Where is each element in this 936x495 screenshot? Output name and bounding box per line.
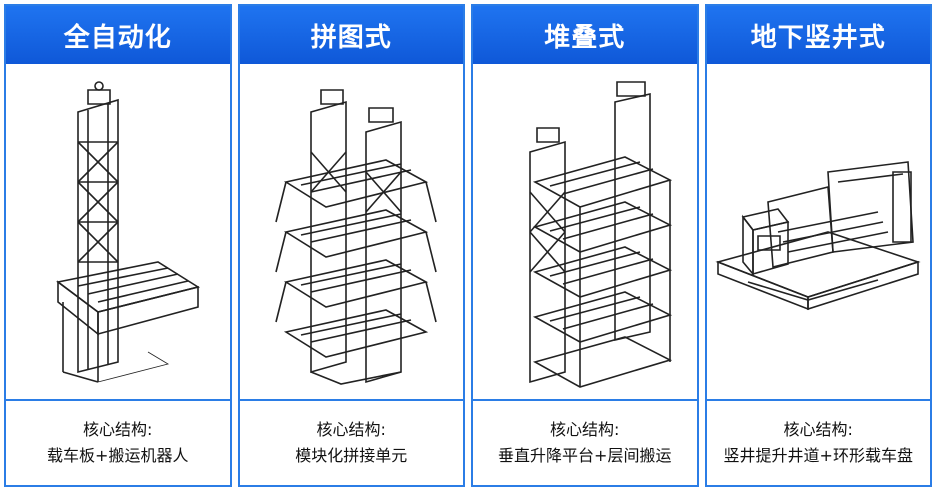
caption-value: 竖井提升井道+环形载车盘	[723, 446, 913, 465]
panel-underground: 地下竖井式	[704, 4, 932, 487]
panel-caption: 核心结构: 载车板+搬运机器人	[6, 401, 230, 485]
caption-label: 核心结构:	[83, 420, 153, 439]
panel-caption: 核心结构: 竖井提升井道+环形载车盘	[707, 401, 931, 485]
panel-automated: 全自动化	[4, 4, 232, 487]
underground-shaft-icon	[708, 132, 928, 332]
caption-value: 载车板+搬运机器人	[47, 446, 189, 465]
panel-puzzle: 拼图式	[237, 4, 465, 487]
caption-label: 核心结构:	[783, 420, 853, 439]
stacked-tower-icon	[475, 72, 695, 392]
panel-title: 地下竖井式	[706, 6, 930, 64]
caption-label: 核心结构:	[316, 420, 386, 439]
puzzle-parking-illustration	[239, 64, 463, 401]
panel-title: 堆叠式	[473, 6, 697, 64]
caption-value: 垂直升降平台+层间搬运	[498, 446, 672, 465]
panel-caption: 核心结构: 模块化拼接单元	[240, 401, 464, 485]
underground-shaft-illustration	[706, 64, 930, 401]
puzzle-tower-icon	[241, 72, 461, 392]
caption-value: 模块化拼接单元	[295, 446, 408, 465]
caption-label: 核心结构:	[550, 420, 620, 439]
automated-parking-illustration	[6, 64, 230, 401]
panel-stacked: 堆叠式	[471, 4, 699, 487]
parking-types-grid: 全自动化	[4, 4, 932, 487]
automated-tower-icon	[8, 72, 228, 392]
stacked-parking-illustration	[473, 64, 697, 401]
panel-caption: 核心结构: 垂直升降平台+层间搬运	[473, 401, 697, 485]
panel-title: 全自动化	[6, 6, 230, 64]
panel-title: 拼图式	[239, 6, 463, 64]
